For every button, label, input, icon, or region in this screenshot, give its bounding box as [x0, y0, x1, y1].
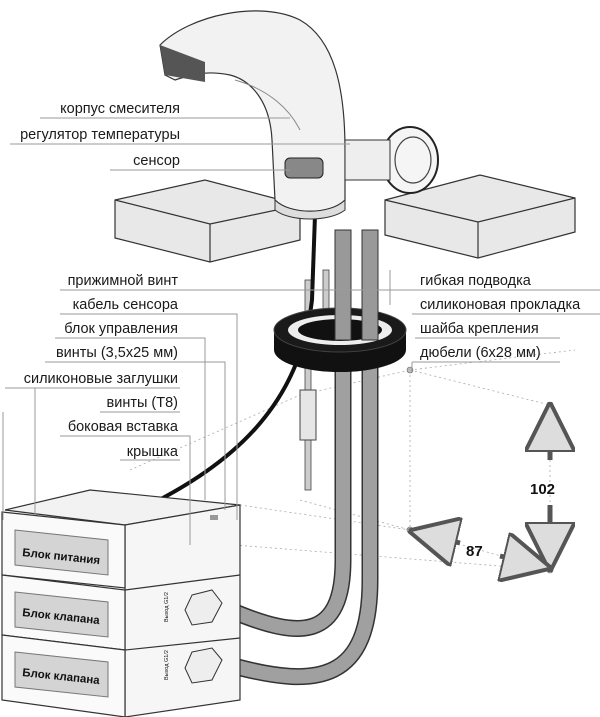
label-mounting-washer: шайба крепления	[420, 321, 539, 337]
faucet-body	[159, 10, 439, 220]
countertop-right	[384, 174, 576, 259]
leader-lines	[2, 117, 600, 545]
label-control-unit: блок управления	[64, 321, 178, 337]
labels-top: корпус смесителя регулятор температуры с…	[20, 101, 180, 169]
label-cover: крышка	[127, 444, 179, 460]
label-faucet-body: корпус смесителя	[60, 101, 180, 117]
label-side-insert: боковая вставка	[68, 419, 179, 435]
label-sensor: сенсор	[133, 153, 180, 169]
module-valve-2: Блок клапана Выход G1/2	[1, 634, 223, 717]
labels-left: прижимной винт кабель сенсора блок управ…	[24, 273, 179, 460]
modules-stack: Блок питания Блок клапана Выход G1/2 Бло…	[1, 489, 241, 717]
label-screws-3-5x25: винты (3,5x25 мм)	[56, 345, 178, 361]
dimension-102: 102	[530, 481, 555, 498]
label-sensor-cable: кабель сенсора	[73, 297, 179, 313]
label-clamp-screw: прижимной винт	[68, 273, 179, 289]
mounting-washer	[273, 229, 407, 372]
outlet-label-1: Выход G1/2	[164, 592, 170, 622]
module-valve-1: Блок клапана Выход G1/2	[1, 574, 223, 651]
dimension-87: 87	[466, 543, 483, 560]
dimension-horizontal: 87	[418, 533, 542, 566]
label-temperature-regulator: регулятор температуры	[20, 127, 180, 143]
flexible-hoses	[226, 230, 379, 686]
labels-right: гибкая подводка силиконовая прокладка ша…	[420, 273, 581, 361]
countertop-left	[114, 179, 301, 263]
label-silicone-gasket: силиконовая прокладка	[420, 297, 581, 313]
outlet-label-2: Выход G1/2	[164, 650, 170, 680]
dimension-vertical: 102	[530, 412, 555, 562]
label-screws-t8: винты (Т8)	[107, 395, 178, 411]
module-power: Блок питания	[1, 511, 126, 589]
label-dowels: дюбели (6x28 мм)	[420, 345, 541, 361]
label-flexible-hose: гибкая подводка	[420, 273, 532, 289]
label-silicone-plugs: силиконовые заглушки	[24, 371, 178, 387]
clamping-screws	[299, 269, 330, 491]
